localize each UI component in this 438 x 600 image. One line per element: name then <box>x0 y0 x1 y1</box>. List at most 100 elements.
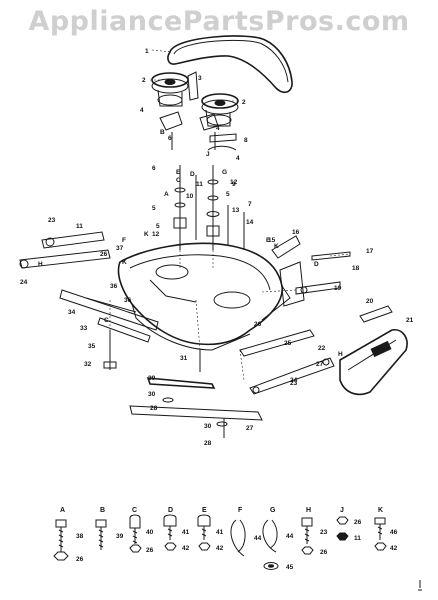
callout-5: 5 <box>226 191 230 198</box>
callout-12: 12 <box>152 231 160 238</box>
hardware-K-letter: K <box>378 507 383 514</box>
callout-3: 3 <box>198 75 202 82</box>
hardware-B-letter: B <box>100 507 105 514</box>
callout-2: 2 <box>142 77 146 84</box>
callout-33: 33 <box>80 325 88 332</box>
callout-9: 9 <box>232 181 236 188</box>
callout-7: 7 <box>248 201 252 208</box>
callout-17: 17 <box>366 248 374 255</box>
callout-24: 24 <box>290 377 298 384</box>
callout-5: 5 <box>156 223 160 230</box>
callout-22: 22 <box>318 345 326 352</box>
hardware-E-num2: 42 <box>216 545 224 552</box>
hardware-J-num2: 11 <box>354 535 361 542</box>
callout-4: 4 <box>140 107 144 114</box>
callout-C: C <box>176 177 181 184</box>
callout-30: 30 <box>204 423 212 430</box>
callout-K: K <box>122 259 127 266</box>
right-lift-links <box>271 235 351 307</box>
callout-12: 12 <box>230 179 238 186</box>
callout-36: 36 <box>124 297 132 304</box>
callout-G: G <box>222 169 227 176</box>
callout-4: 4 <box>236 155 240 162</box>
callout-K: K <box>144 231 149 238</box>
hardware-J-num1: 26 <box>354 519 362 526</box>
callout-J: J <box>206 151 210 158</box>
callout-34: 34 <box>68 309 76 316</box>
mower-deck-housing <box>117 242 291 351</box>
callout-E: E <box>176 169 181 176</box>
spindle-pulley-right <box>201 93 239 127</box>
hardware-E-letter: E <box>202 507 207 514</box>
callout-20: 20 <box>366 298 374 305</box>
page-corner-mark <box>418 580 422 591</box>
callout-A: A <box>164 191 169 198</box>
callout-2: 2 <box>242 99 246 106</box>
callout-27: 27 <box>316 361 324 368</box>
left-lift-links <box>19 231 159 370</box>
hardware-C-num1: 40 <box>146 529 154 536</box>
hardware-F-letter: F <box>238 507 243 514</box>
front-rods <box>239 329 335 395</box>
callout-28: 28 <box>204 440 212 447</box>
callout-K: K <box>274 243 279 250</box>
hardware-D-letter: D <box>168 507 173 514</box>
callout-36: 36 <box>110 283 118 290</box>
hardware-K-num2: 42 <box>390 545 398 552</box>
callout-19: 19 <box>334 285 342 292</box>
leader-lines <box>109 49 351 381</box>
callout-24: 24 <box>20 279 28 286</box>
callout-8: 8 <box>244 137 248 144</box>
callout-16: 16 <box>292 229 300 236</box>
callout-6: 6 <box>168 135 172 142</box>
mower-blades <box>129 350 263 438</box>
idler-bracket-assembly <box>159 71 237 151</box>
callout-D: D <box>190 171 195 178</box>
hardware-H-num1: 23 <box>320 529 328 536</box>
hardware-A-num2: 26 <box>76 556 84 563</box>
callout-labels: 1 2 2 3 4 4 4 5 5 5 6 6 7 8 9 10 11 11 1… <box>20 48 414 447</box>
callout-37: 37 <box>116 245 124 252</box>
callout-15: 15 <box>268 237 276 244</box>
callout-26: 26 <box>100 251 108 258</box>
callout-30: 30 <box>148 391 156 398</box>
hardware-H-letter: H <box>306 507 311 514</box>
callout-10: 10 <box>186 193 194 200</box>
hardware-C-num2: 26 <box>146 547 154 554</box>
callout-E: E <box>266 237 271 244</box>
hardware-K-num1: 46 <box>390 529 398 536</box>
callout-11: 11 <box>196 181 203 188</box>
callout-26: 26 <box>254 321 262 328</box>
spindle-pulley-left <box>151 72 189 107</box>
hardware-B-num1: 39 <box>116 533 124 540</box>
callout-H: H <box>38 261 43 268</box>
hardware-A-num1: 38 <box>76 533 84 540</box>
callout-13: 13 <box>232 207 240 214</box>
callout-B: B <box>160 129 165 136</box>
callout-6: 6 <box>152 165 156 172</box>
callout-23: 23 <box>290 380 298 387</box>
callout-1: 1 <box>145 48 149 55</box>
hardware-G-num1: 44 <box>286 533 294 540</box>
spindle-hardware-stack <box>173 165 245 250</box>
callout-28: 28 <box>150 405 158 412</box>
hardware-G-num2: 45 <box>286 564 294 571</box>
callout-35: 35 <box>88 343 96 350</box>
callout-27: 27 <box>246 425 254 432</box>
drive-belt <box>167 35 293 94</box>
callout-31: 31 <box>180 355 188 362</box>
callout-5: 5 <box>152 205 156 212</box>
callout-14: 14 <box>246 219 254 226</box>
callout-D: D <box>314 261 319 268</box>
hardware-E-num1: 41 <box>216 529 224 536</box>
callout-32: 32 <box>84 361 92 368</box>
callout-F: F <box>122 237 126 244</box>
hardware-C-letter: C <box>132 507 137 514</box>
callout-4: 4 <box>216 125 220 132</box>
callout-11: 11 <box>76 223 83 230</box>
callout-C: C <box>104 317 109 324</box>
callout-21: 21 <box>406 317 414 324</box>
hardware-D-num1: 41 <box>182 529 190 536</box>
discharge-chute <box>339 305 408 396</box>
